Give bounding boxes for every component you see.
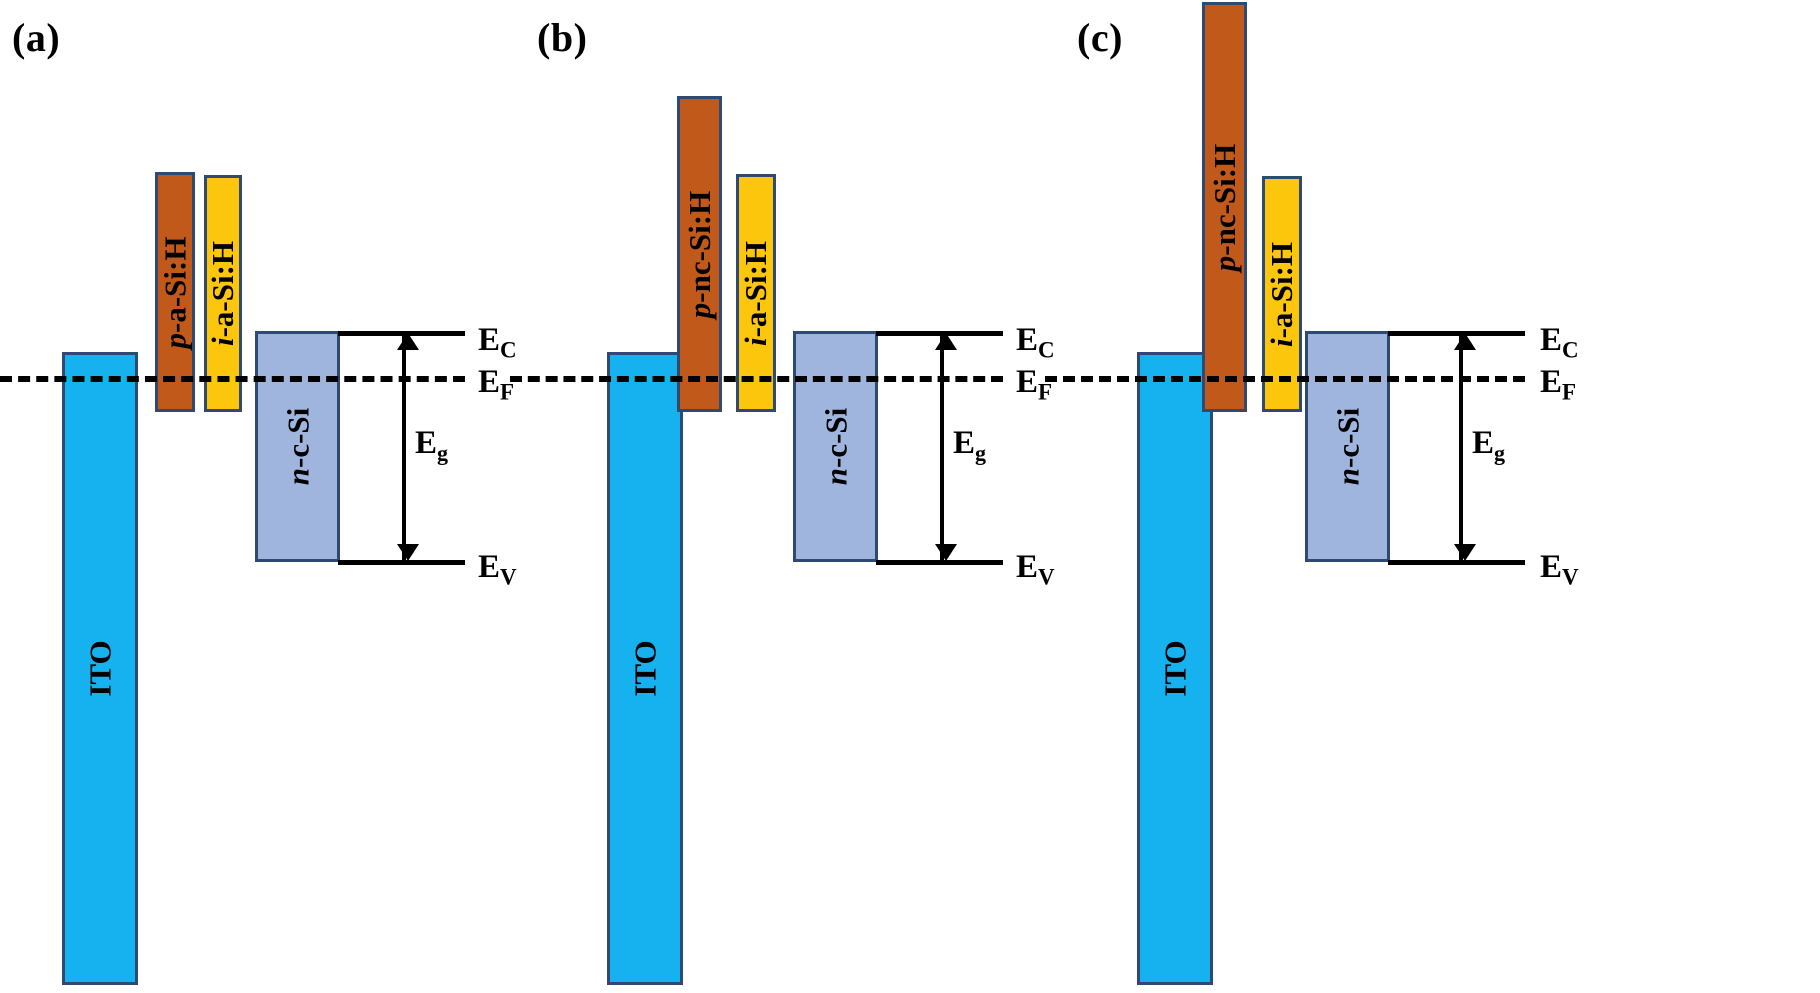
block-n-c-si-b: n-c-Si	[793, 331, 878, 562]
ef-label-a: EF	[478, 364, 514, 406]
block-n-c-si-b-italic: n	[817, 468, 853, 486]
eg-label-b: Eg	[953, 425, 986, 467]
block-i-layer-a-italic: i	[205, 337, 241, 347]
ev-label-b: EV	[1016, 549, 1055, 591]
block-p-layer-c-italic: p	[1207, 255, 1242, 271]
block-i-layer-a-label: i-a-Si:H	[205, 240, 241, 347]
block-n-c-si-a: n-c-Si	[255, 331, 340, 562]
block-i-layer-b-label: i-a-Si:H	[738, 240, 774, 346]
block-n-c-si-c-italic: n	[1329, 468, 1365, 486]
block-n-c-si-c-label: n-c-Si	[1329, 407, 1365, 486]
block-n-c-si-a-italic: n	[279, 468, 315, 486]
ev-label-c-text: E	[1540, 549, 1563, 585]
eg-label-a-sub: g	[437, 440, 449, 466]
ef-label-c-text: E	[1540, 364, 1563, 400]
eg-label-a: Eg	[415, 425, 448, 467]
ec-label-b-sub: C	[1038, 337, 1055, 363]
panel-c: (c) ITO p-nc-Si:H i-a-Si:H n-c-Si Eg EC …	[1045, 0, 1820, 993]
eg-arrow-c	[1454, 333, 1476, 561]
eg-label-a-text: E	[415, 425, 438, 461]
block-p-layer-b-label: p-nc-Si:H	[682, 190, 717, 318]
ef-label-c-sub: F	[1562, 379, 1577, 405]
block-n-c-si-a-text: -c-Si	[279, 407, 315, 469]
eg-arrow-a	[397, 333, 419, 561]
block-n-c-si-c-text: -c-Si	[1329, 407, 1365, 469]
ef-line-a	[0, 376, 465, 382]
eg-label-b-sub: g	[975, 440, 987, 466]
block-i-layer-b-text: -a-Si:H	[738, 240, 774, 337]
block-n-c-si-b-text: -c-Si	[817, 407, 853, 469]
block-p-layer-a-label: p-a-Si:H	[157, 236, 193, 348]
ev-label-c-sub: V	[1562, 564, 1579, 590]
block-p-layer-b: p-nc-Si:H	[677, 96, 722, 412]
ef-label-a-text: E	[478, 364, 501, 400]
ec-label-c-text: E	[1540, 322, 1563, 358]
block-p-layer-c: p-nc-Si:H	[1202, 2, 1247, 412]
ec-label-b: EC	[1016, 322, 1055, 364]
block-p-layer-b-text: -nc-Si:H	[682, 190, 717, 303]
panel-a: (a) ITO p-a-Si:H i-a-Si:H n-c-Si Eg EC E…	[0, 0, 600, 993]
block-ito-a: ITO	[62, 352, 138, 985]
block-ito-b-label: ITO	[627, 640, 663, 697]
ec-label-c: EC	[1540, 322, 1579, 364]
ef-label-b-text: E	[1016, 364, 1039, 400]
block-p-layer-a-italic: p	[157, 332, 193, 348]
ec-label-a-text: E	[478, 322, 501, 358]
block-i-layer-a: i-a-Si:H	[204, 175, 242, 412]
block-p-layer-a: p-a-Si:H	[155, 172, 195, 412]
ev-line-a	[338, 560, 465, 565]
block-ito-c: ITO	[1137, 352, 1213, 985]
ef-line-b	[510, 376, 1003, 382]
block-ito-c-label: ITO	[1157, 640, 1193, 697]
eg-label-c-sub: g	[1494, 440, 1506, 466]
ev-label-a-sub: V	[500, 564, 517, 590]
block-i-layer-c-italic: i	[1264, 337, 1300, 347]
ev-label-b-text: E	[1016, 549, 1039, 585]
ev-label-c: EV	[1540, 549, 1579, 591]
ev-line-c	[1388, 560, 1525, 565]
block-p-layer-c-text: -nc-Si:H	[1207, 143, 1242, 256]
ev-label-a: EV	[478, 549, 517, 591]
ef-label-a-sub: F	[500, 379, 515, 405]
block-i-layer-c-text: -a-Si:H	[1264, 241, 1300, 338]
block-i-layer-c: i-a-Si:H	[1262, 176, 1302, 412]
block-p-layer-b-italic: p	[682, 302, 717, 318]
ef-label-b-sub: F	[1038, 379, 1053, 405]
eg-label-c: Eg	[1472, 425, 1505, 467]
eg-label-c-text: E	[1472, 425, 1495, 461]
ev-line-b	[876, 560, 1003, 565]
panel-a-label: (a)	[12, 15, 61, 60]
ec-label-a: EC	[478, 322, 517, 364]
block-i-layer-b-italic: i	[738, 336, 774, 346]
ec-label-c-sub: C	[1562, 337, 1579, 363]
block-p-layer-a-text: -a-Si:H	[157, 236, 193, 333]
ev-label-a-text: E	[478, 549, 501, 585]
block-n-c-si-c: n-c-Si	[1305, 331, 1390, 562]
block-i-layer-a-text: -a-Si:H	[205, 240, 241, 338]
block-ito-b: ITO	[607, 352, 683, 985]
block-i-layer-c-label: i-a-Si:H	[1264, 241, 1300, 347]
panel-b-label: (b)	[537, 15, 588, 60]
block-n-c-si-b-label: n-c-Si	[817, 407, 853, 486]
ef-label-b: EF	[1016, 364, 1052, 406]
block-p-layer-c-label: p-nc-Si:H	[1207, 143, 1242, 271]
ef-line-c	[1045, 376, 1525, 382]
eg-label-b-text: E	[953, 425, 976, 461]
ec-label-a-sub: C	[500, 337, 517, 363]
panel-c-label: (c)	[1077, 15, 1123, 60]
block-ito-a-label: ITO	[82, 640, 118, 697]
ev-label-b-sub: V	[1038, 564, 1055, 590]
ec-label-b-text: E	[1016, 322, 1039, 358]
block-i-layer-b: i-a-Si:H	[736, 174, 776, 412]
eg-arrow-b	[935, 333, 957, 561]
ef-label-c: EF	[1540, 364, 1576, 406]
panel-b: (b) ITO p-nc-Si:H i-a-Si:H n-c-Si Eg EC …	[510, 0, 1125, 993]
block-n-c-si-a-label: n-c-Si	[279, 407, 315, 486]
